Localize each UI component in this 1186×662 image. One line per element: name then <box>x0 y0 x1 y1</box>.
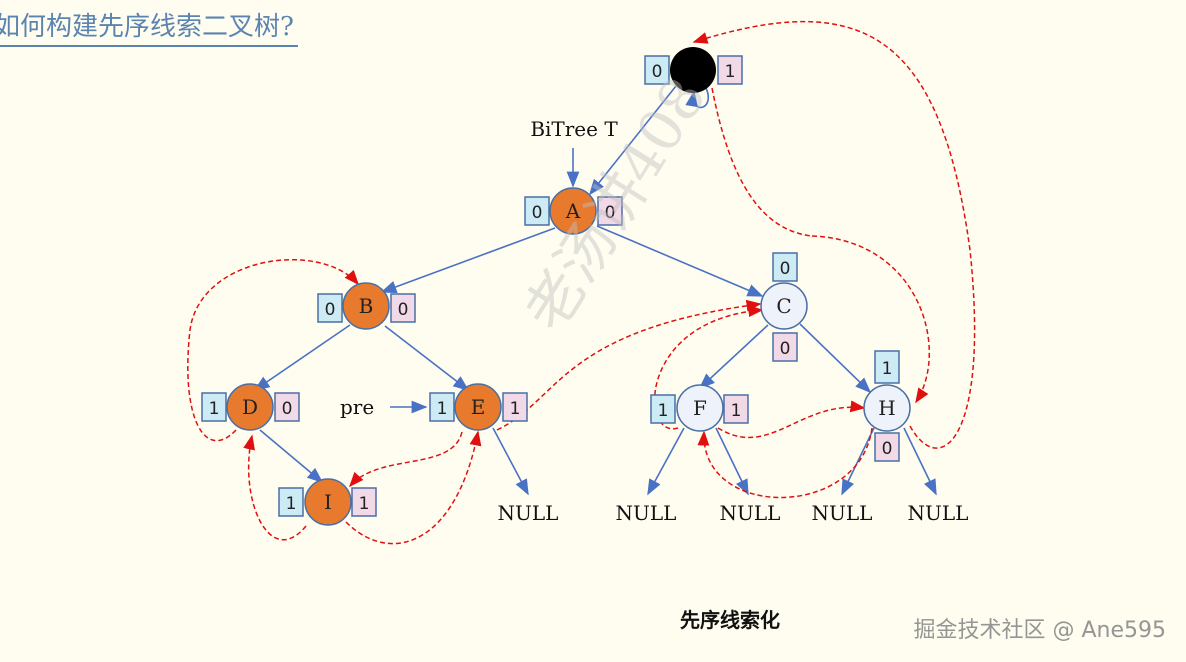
edge-C-F <box>698 324 769 390</box>
svg-text:0: 0 <box>398 300 409 320</box>
thread-F-to-C <box>653 305 764 430</box>
thread-H-to-head <box>692 20 976 449</box>
thread-I-to-E <box>345 430 482 545</box>
node-B: 0 B 0 <box>317 282 416 330</box>
thread-H-to-F <box>697 427 873 499</box>
svg-text:1: 1 <box>510 399 521 419</box>
svg-text:C: C <box>776 294 791 318</box>
edge-head-self-loop <box>685 87 709 109</box>
svg-text:1: 1 <box>437 399 448 419</box>
svg-text:F: F <box>693 396 707 420</box>
edge-E-null <box>492 427 529 496</box>
svg-text:0: 0 <box>652 62 663 82</box>
edge-D-I <box>259 429 324 484</box>
svg-text:0: 0 <box>780 339 791 359</box>
edge-head-A <box>589 85 677 196</box>
thread-I-to-D <box>243 434 307 541</box>
svg-text:0: 0 <box>882 439 893 459</box>
diagram-caption: 先序线索化 <box>680 608 780 632</box>
head-node-circle <box>670 47 716 93</box>
svg-text:A: A <box>565 199 581 223</box>
null-label: NULL <box>908 501 969 525</box>
svg-text:D: D <box>242 395 258 419</box>
node-C: 0 C 0 <box>760 252 808 362</box>
thread-head-to-C <box>711 87 813 237</box>
svg-text:1: 1 <box>658 401 669 421</box>
svg-text:I: I <box>324 490 332 514</box>
edge-B-E <box>384 325 470 391</box>
thread-C-to-H <box>811 235 930 404</box>
svg-text:1: 1 <box>286 494 297 514</box>
edge-B-D <box>253 324 351 391</box>
edge-H-null-left <box>841 427 875 496</box>
svg-text:0: 0 <box>325 300 336 320</box>
page-title: 如何构建先序线索二叉树? <box>0 6 298 47</box>
null-label: NULL <box>498 501 559 525</box>
svg-text:0: 0 <box>282 399 293 419</box>
node-F: 1 F 1 <box>650 384 749 432</box>
thread-F-to-H <box>717 400 866 439</box>
null-label: NULL <box>616 501 677 525</box>
pre-pointer-label: pre <box>340 395 374 419</box>
thread-D-to-B <box>187 258 359 442</box>
svg-text:H: H <box>878 396 895 420</box>
edge-C-H <box>799 323 872 394</box>
null-label: NULL <box>812 501 873 525</box>
node-A: 0 A 0 <box>524 187 623 235</box>
svg-text:0: 0 <box>780 259 791 279</box>
svg-text:0: 0 <box>605 203 616 223</box>
node-I: 1 I 1 <box>278 478 377 526</box>
null-label: NULL <box>720 501 781 525</box>
edge-A-B <box>380 227 556 294</box>
svg-text:1: 1 <box>882 359 893 379</box>
svg-text:B: B <box>359 294 374 318</box>
root-pointer-label: BiTree T <box>530 117 618 141</box>
node-head: 0 1 <box>644 47 743 93</box>
svg-text:E: E <box>471 395 486 419</box>
svg-text:0: 0 <box>532 203 543 223</box>
credit-watermark: 掘金技术社区 @ Ane595 <box>913 618 1166 643</box>
svg-text:1: 1 <box>725 62 736 82</box>
thread-E-to-I <box>349 431 463 488</box>
node-E: 1 E 1 <box>429 383 528 431</box>
svg-text:1: 1 <box>731 401 742 421</box>
edge-F-null-right <box>715 427 749 496</box>
edge-F-null-left <box>647 427 685 496</box>
edge-H-null-right <box>903 427 937 496</box>
edge-A-C <box>596 225 764 297</box>
node-D: 1 D 0 <box>201 383 300 431</box>
svg-text:1: 1 <box>209 399 220 419</box>
node-H: 1 H 0 <box>863 350 911 462</box>
svg-text:1: 1 <box>359 494 370 514</box>
